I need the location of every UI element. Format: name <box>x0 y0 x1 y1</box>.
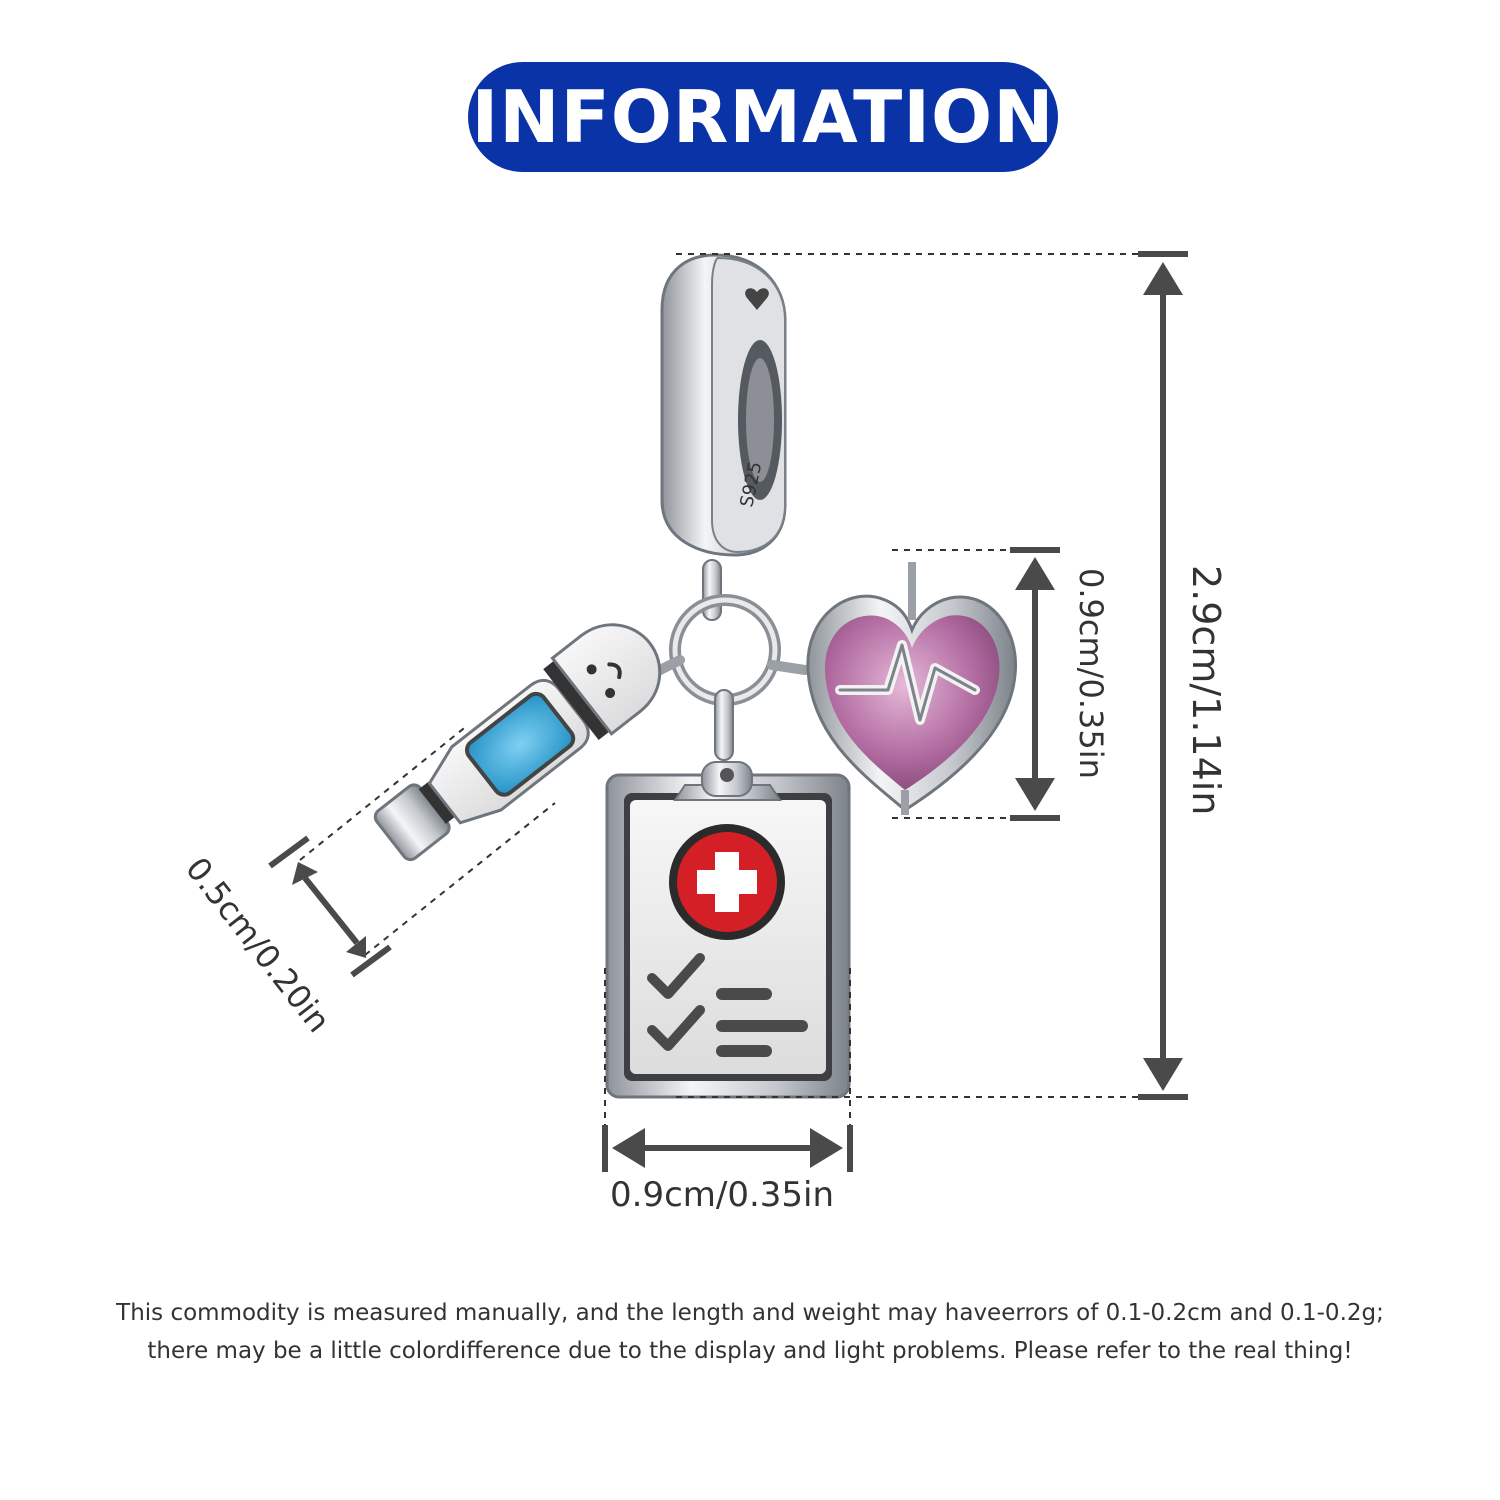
dimension-clipboard-width <box>602 968 853 1172</box>
heart-height-label: 0.9cm/0.35in <box>1072 568 1110 779</box>
heart-charm <box>806 562 1018 815</box>
disclaimer-line-1: This commodity is measured manually, and… <box>116 1300 1384 1326</box>
header-banner: INFORMATION <box>468 62 1058 172</box>
charm-bail: S925 <box>660 253 787 557</box>
connector-rings <box>625 559 810 761</box>
clipboard-width-label: 0.9cm/0.35in <box>610 1175 835 1215</box>
header-title: INFORMATION <box>471 75 1055 159</box>
dimension-total-height <box>676 251 1188 1100</box>
dimension-heart-height <box>892 547 1060 821</box>
vial-charm <box>373 623 662 862</box>
dimension-vial-width <box>268 724 556 978</box>
disclaimer-line-2: there may be a little colordifference du… <box>147 1338 1353 1364</box>
clipboard-charm <box>605 761 851 1099</box>
total-height-label: 2.9cm/1.14in <box>1184 565 1228 816</box>
